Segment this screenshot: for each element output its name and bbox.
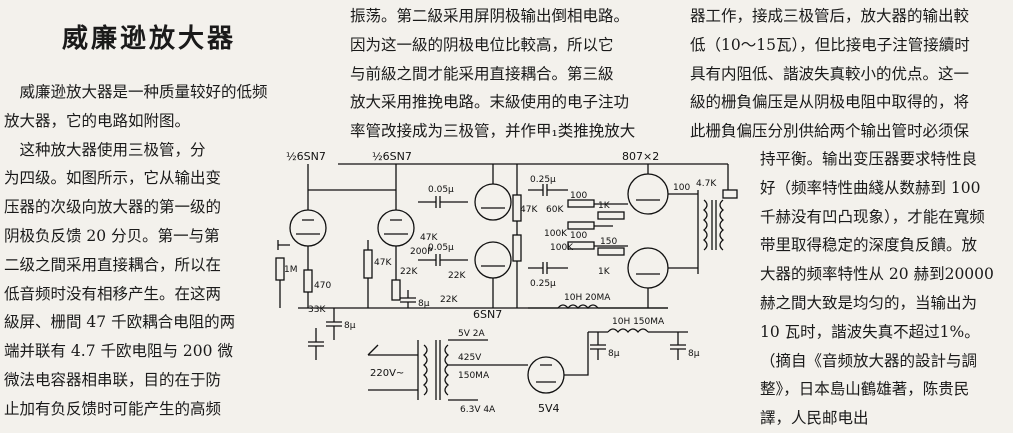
label-r100-a: 100 (570, 191, 587, 201)
label-r1k-b: 1K (598, 267, 611, 277)
choke-2-icon (607, 328, 649, 334)
label-r47k-c: 47K (520, 205, 538, 215)
label-choke2: 10H 150MA (612, 317, 665, 327)
tube-v2-icon (377, 209, 415, 247)
tube-807a-icon (627, 173, 669, 215)
label-c200p: 200P (410, 247, 433, 257)
label-c025-b: 0.25μ (530, 279, 556, 289)
label-r150: 150 (600, 237, 617, 247)
text-line: 放大采用推挽电路。末級使用的电子注功 (350, 93, 630, 112)
label-t1: ½6SN7 (286, 150, 326, 163)
text-line: 大器的频率特性从 20 赫到20000 (760, 265, 994, 284)
text-line: 放大器，它的电路如附图。 (4, 111, 191, 130)
text-line: 低音频时没有相移产生。在这两 (4, 284, 222, 303)
label-r60k: 60K (546, 205, 564, 215)
text-line: 振荡。第二級采用屏阴极输出倒相电路。 (350, 7, 630, 25)
label-r47k-a: 47K (374, 258, 392, 268)
text-line: 率管改接成为三极管，并作甲₁类推挽放大 (350, 122, 636, 141)
text-line: （摘自《音频放大器的設計与調 (760, 351, 978, 370)
label-c8-c: 8μ (608, 349, 620, 359)
label-c8-d: 8μ (688, 349, 700, 359)
article-page: 威廉逊放大器 威廉逊放大器是一种质量较好的低频 放大器，它的电路如附图。 这种放… (4, 2, 1010, 427)
text-line: 器工作，接成三极管后，放大器的输出較 (690, 7, 970, 25)
label-r1k-a: 1K (598, 201, 611, 211)
text-line: 低（10～15瓦），但比接电子注管接續时 (690, 35, 970, 54)
text-column-3: 器工作，接成三极管后，放大器的输出較 低（10～15瓦），但比接电子注管接續时 … (690, 2, 1010, 146)
text-line: 阴极负反馈 20 分贝。第一与第 (4, 226, 220, 245)
label-5v2a: 5V 2A (458, 329, 485, 339)
text-line: 二级之間采用直接耦合，所以在 (4, 255, 222, 274)
text-line: 为四级。如图所示，它从输出变 (4, 169, 222, 188)
label-r100k-b: 100K (544, 229, 568, 239)
text-line: 譯，人民邮电出 (760, 409, 869, 428)
text-line: 这种放大器使用三极管，分 (4, 140, 206, 159)
text-line: 压器的次级向放大器的第一级的 (4, 198, 222, 217)
text-line: 10 瓦时，諧波失真不超过1%。 (760, 322, 980, 341)
text-line: 好（频率特性曲綫从数赫到 100 (760, 178, 981, 197)
tube-v3a-icon (474, 183, 512, 221)
label-t3: 6SN7 (473, 308, 502, 321)
label-r100k: 100K (550, 243, 574, 253)
label-r1m: 1M (284, 265, 298, 275)
label-c8-b: 8μ (418, 299, 430, 309)
tube-v3b-icon (474, 241, 512, 279)
label-rect: 5V4 (538, 402, 560, 415)
choke-1-icon (557, 304, 599, 310)
text-line: 級的栅負偏压是从阴极电阻中取得的，将 (690, 93, 970, 112)
text-line: 因为这一級的阴极电位比較高，所以它 (350, 35, 614, 54)
tube-v1-icon (289, 209, 327, 247)
label-choke1: 10H 20MA (564, 293, 611, 303)
text-line: 止加有负反馈时可能产生的高频 (4, 399, 222, 418)
label-c8-a: 8μ (344, 321, 356, 331)
label-c025-a: 0.25μ (530, 175, 556, 185)
label-t4: 807×2 (622, 150, 659, 163)
text-line: 与前級之間才能采用直接耦合。第三級 (350, 64, 614, 83)
text-line: 具有内阻低、諧波失真較小的优点。这一 (690, 64, 970, 83)
label-r100-b: 100 (570, 231, 587, 241)
text-column-1: 威廉逊放大器是一种质量较好的低频 放大器，它的电路如附图。 这种放大器使用三极管… (4, 78, 268, 424)
label-r47k-b: 47K (420, 233, 438, 243)
label-r47k-d: 4.7K (696, 179, 717, 189)
text-line: 威廉逊放大器是一种质量较好的低频 (4, 83, 268, 101)
label-c005-a: 0.05μ (428, 185, 454, 195)
text-line: 持平衡。输出变压器要求特性良 (760, 150, 978, 168)
label-c005-b: 0.05μ (428, 243, 454, 253)
circuit-diagram: ½6SN7 ½6SN7 6SN7 807×2 5V4 470 33K 47K 4… (268, 150, 753, 422)
label-r22k-b: 22K (448, 271, 466, 281)
text-line: 此栅負偏压分別供給两个输出管时必须保 (690, 122, 970, 141)
rectifier-5v4-icon (527, 356, 565, 394)
article-title: 威廉逊放大器 (62, 24, 237, 54)
label-r100-c: 100 (673, 183, 690, 193)
text-line: 端并联有 4.7 千欧电阻与 200 微 (4, 342, 233, 361)
tube-807b-icon (627, 247, 669, 289)
text-line: 微法电容器相串联，目的在于防 (4, 370, 222, 389)
text-line: 赫之間大致是均匀的，当输出为 (760, 293, 978, 312)
label-425v: 425V (458, 353, 482, 363)
text-column-4: 持平衡。输出变压器要求特性良 好（频率特性曲綫从数赫到 100 千赫没有凹凸现象… (760, 145, 1010, 433)
label-63v4a: 6.3V 4A (460, 405, 496, 415)
label-r22k-a: 22K (400, 267, 418, 277)
label-r22k-c: 22K (440, 295, 458, 305)
text-line: 級屏、栅間 47 千欧耦合电阻的两 (4, 313, 236, 332)
text-line: 整》，日本島山鶴雄著，陈贵民 (760, 380, 970, 399)
label-r470: 470 (314, 281, 331, 291)
label-150ma: 150MA (458, 371, 490, 381)
text-line: 带里取得稳定的深度負反饋。放 (760, 236, 978, 255)
label-mains: 220V~ (370, 368, 404, 379)
text-line: 千赫没有凹凸现象），才能在寬频 (760, 207, 985, 226)
schematic: ½6SN7 ½6SN7 6SN7 807×2 5V4 470 33K 47K 4… (275, 150, 738, 415)
text-column-2: 振荡。第二級采用屏阴极输出倒相电路。 因为这一級的阴极电位比較高，所以它 与前級… (350, 2, 690, 146)
label-r33k: 33K (308, 305, 326, 315)
label-t2: ½6SN7 (372, 150, 412, 163)
